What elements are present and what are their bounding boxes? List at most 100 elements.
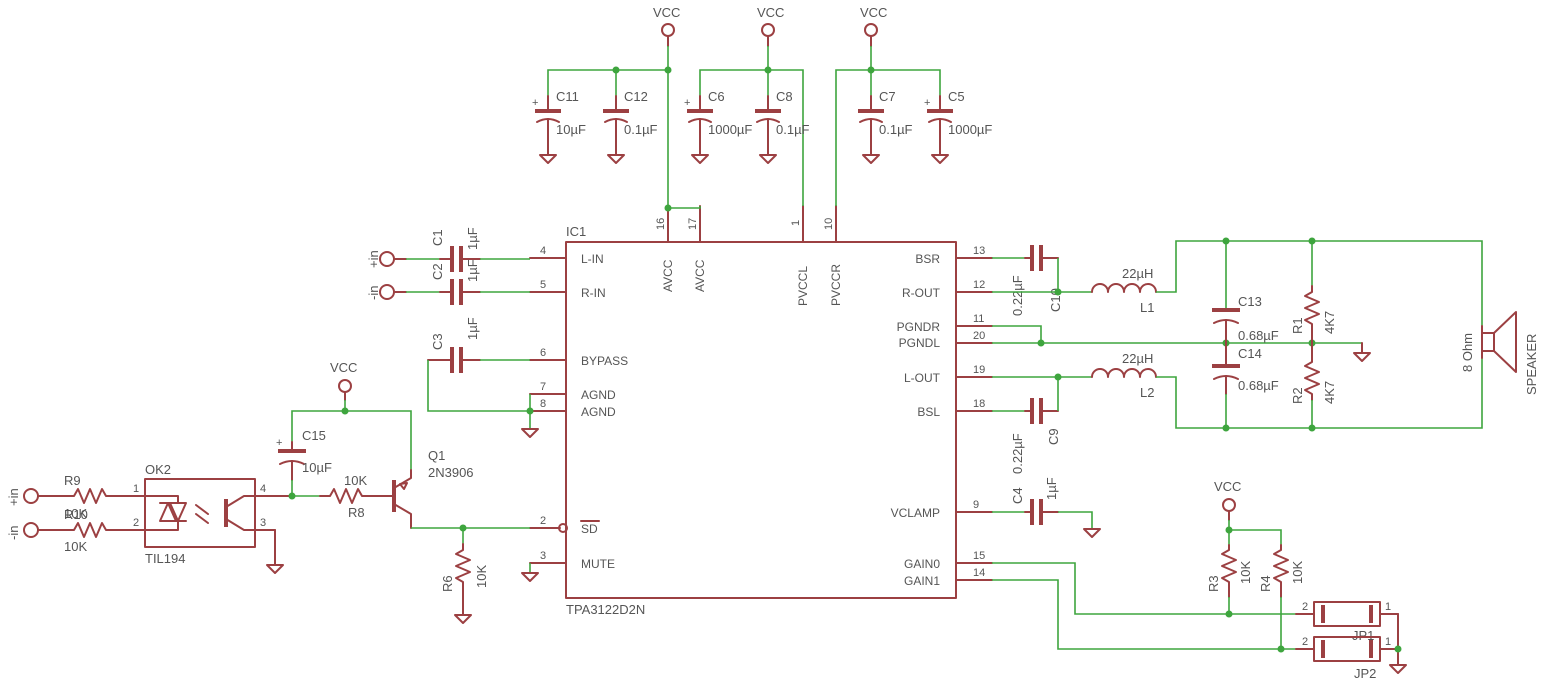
svg-text:C14: C14 bbox=[1238, 346, 1262, 361]
input-terminal-minus: -in bbox=[366, 284, 407, 300]
svg-text:1: 1 bbox=[1385, 601, 1391, 613]
ground-symbol bbox=[521, 572, 539, 582]
capacitor-c13: C13 0.68µF bbox=[1212, 294, 1279, 344]
pin-number: 19 bbox=[973, 364, 985, 376]
ic1-part: TPA3122D2N bbox=[566, 602, 645, 617]
vcc-symbol: VCC bbox=[1214, 479, 1241, 521]
svg-text:4K7: 4K7 bbox=[1322, 381, 1337, 404]
jumper-jp2: 2 1 JP2 bbox=[1295, 636, 1399, 681]
svg-text:4: 4 bbox=[260, 483, 266, 495]
pin-name: AGND bbox=[581, 388, 616, 402]
ground-symbol bbox=[454, 614, 472, 624]
pin-name: PVCCR bbox=[829, 264, 843, 306]
svg-text:10K: 10K bbox=[474, 565, 489, 588]
pin-name: PGNDR bbox=[897, 320, 941, 334]
pin-name: L-IN bbox=[581, 252, 604, 266]
svg-text:R3: R3 bbox=[1206, 575, 1221, 592]
gain-section: VCC R3 10K R4 10K bbox=[992, 479, 1407, 681]
svg-text:C15: C15 bbox=[302, 428, 326, 443]
pin-number: 14 bbox=[973, 567, 985, 579]
resistor-r1: R1 4K7 bbox=[1290, 285, 1337, 344]
supply-section: VCC VCC VCC bbox=[532, 5, 992, 212]
svg-text:C7: C7 bbox=[879, 89, 896, 104]
svg-text:1µF: 1µF bbox=[1044, 477, 1059, 500]
svg-text:10K: 10K bbox=[64, 506, 87, 521]
svg-text:R9: R9 bbox=[64, 473, 81, 488]
svg-text:R1: R1 bbox=[1290, 317, 1305, 334]
capacitor-c5: + C5 1000µF bbox=[924, 89, 992, 164]
svg-text:C3: C3 bbox=[430, 333, 445, 350]
svg-text:0.22µF: 0.22µF bbox=[1010, 433, 1025, 474]
pin-number: 12 bbox=[973, 279, 985, 291]
svg-text:0.68µF: 0.68µF bbox=[1238, 328, 1279, 343]
vcc-symbol: VCC bbox=[330, 360, 357, 401]
pin-number: 4 bbox=[540, 245, 546, 257]
pin-number: 3 bbox=[540, 550, 546, 562]
svg-text:C9: C9 bbox=[1046, 428, 1061, 445]
ground-symbol bbox=[521, 428, 539, 438]
svg-text:10µF: 10µF bbox=[556, 122, 586, 137]
svg-text:R8: R8 bbox=[348, 505, 365, 520]
inductor-l1: 22µH L1 bbox=[1091, 266, 1157, 315]
ic1-left-pins: L-IN 4 R-IN 5 BYPASS 6 AGND 7 AGND 8 SD … bbox=[540, 245, 628, 571]
svg-text:1: 1 bbox=[133, 483, 139, 495]
svg-text:C1: C1 bbox=[430, 229, 445, 246]
svg-text:R10: R10 bbox=[64, 507, 88, 522]
pin-name: AGND bbox=[581, 405, 616, 419]
resistor-r4: R4 10K bbox=[1258, 544, 1305, 598]
pin-name: VCLAMP bbox=[891, 506, 940, 520]
resistor-r6: R6 10K bbox=[440, 543, 489, 615]
svg-text:10K: 10K bbox=[64, 539, 87, 554]
pin-number: 8 bbox=[540, 398, 546, 410]
pin-number: 15 bbox=[973, 550, 985, 562]
svg-text:+in: +in bbox=[366, 250, 381, 268]
svg-text:4K7: 4K7 bbox=[1322, 311, 1337, 334]
svg-text:C4: C4 bbox=[1010, 487, 1025, 504]
capacitor-c14: C14 0.68µF bbox=[1212, 342, 1279, 395]
pin-name: GAIN1 bbox=[904, 574, 940, 588]
svg-text:-in: -in bbox=[366, 286, 381, 300]
pin-number: 11 bbox=[973, 313, 984, 325]
pin-number: 13 bbox=[973, 245, 985, 257]
capacitor-c15: + C15 10µF bbox=[276, 428, 332, 481]
svg-text:2: 2 bbox=[1302, 601, 1308, 613]
shutdown-terminal-minus: -in bbox=[6, 522, 61, 540]
svg-text:0.1µF: 0.1µF bbox=[624, 122, 658, 137]
svg-text:3: 3 bbox=[260, 517, 266, 529]
svg-text:1000µF: 1000µF bbox=[708, 122, 752, 137]
pin-number: 2 bbox=[540, 515, 546, 527]
svg-text:R6: R6 bbox=[440, 575, 455, 592]
svg-text:C6: C6 bbox=[708, 89, 725, 104]
resistor-r3: R3 10K bbox=[1206, 544, 1253, 598]
svg-text:1µF: 1µF bbox=[465, 317, 480, 340]
svg-text:10K: 10K bbox=[344, 473, 367, 488]
capacitor-c3: C3 1µF bbox=[427, 317, 481, 373]
pin-name: L-OUT bbox=[904, 371, 941, 385]
resistor-r10: R10 10K bbox=[59, 507, 129, 554]
svg-text:L1: L1 bbox=[1140, 300, 1154, 315]
svg-text:R2: R2 bbox=[1290, 387, 1305, 404]
svg-text:10µF: 10µF bbox=[302, 460, 332, 475]
svg-text:JP2: JP2 bbox=[1354, 666, 1376, 681]
svg-text:0.1µF: 0.1µF bbox=[776, 122, 810, 137]
ground-symbol bbox=[1083, 528, 1101, 538]
resistor-r2: R2 4K7 bbox=[1290, 342, 1337, 404]
pin-number: 10 bbox=[823, 218, 835, 230]
resistor-r9: R9 10K bbox=[59, 473, 129, 521]
pin-name: BSL bbox=[917, 405, 940, 419]
svg-text:C5: C5 bbox=[948, 89, 965, 104]
svg-text:+: + bbox=[532, 97, 538, 109]
svg-text:+: + bbox=[276, 437, 282, 449]
pin-name: R-IN bbox=[581, 286, 606, 300]
svg-text:VCC: VCC bbox=[1214, 479, 1241, 494]
pin-name: PVCCL bbox=[796, 266, 810, 306]
pin-number: 7 bbox=[540, 381, 546, 393]
capacitor-c11: + C11 10µF bbox=[532, 89, 586, 164]
pin-name: PGNDL bbox=[899, 336, 941, 350]
ic1-symbol: IC1 TPA3122D2N bbox=[529, 205, 993, 617]
pin-name: SD bbox=[581, 522, 598, 536]
svg-text:+: + bbox=[924, 97, 930, 109]
pin-name: AVCC bbox=[693, 259, 707, 292]
input-terminal-plus: +in bbox=[366, 250, 407, 268]
